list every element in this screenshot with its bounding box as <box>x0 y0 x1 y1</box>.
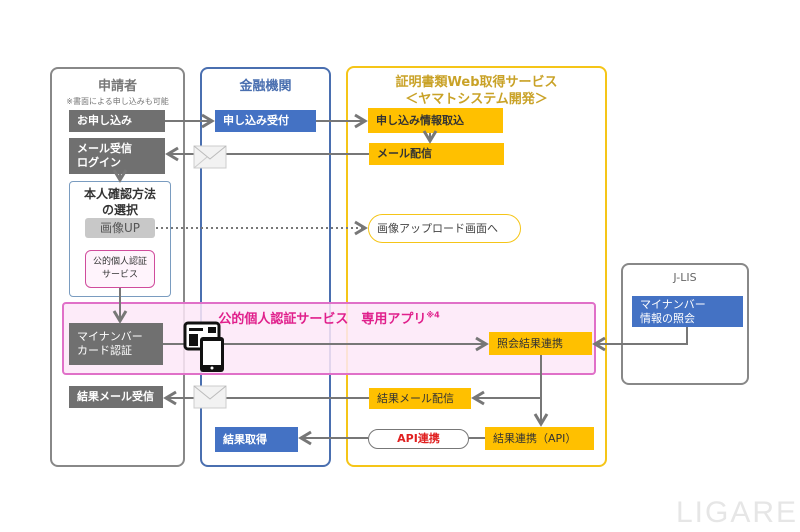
application-receive-box: 申し込み受付 <box>215 110 316 132</box>
mail-send-box: メール配信 <box>369 143 504 165</box>
band-title-text: 公的個人認証サービス 専用アプリ <box>218 312 427 327</box>
mail-login-box[interactable]: メール受信ログイン <box>69 138 165 174</box>
method-title-2: の選択 <box>101 203 138 217</box>
applicant-note: ※書面による申し込みも可能 <box>66 97 169 106</box>
bank-column: 金融機関 <box>200 67 331 467</box>
api-link-pill: API連携 <box>368 429 469 449</box>
arrow-jlis <box>592 327 688 352</box>
result-get-box: 結果取得 <box>215 427 298 452</box>
ligare-watermark: LIGARE <box>676 496 799 529</box>
applicant-column: 申請者 ※書面による申し込みも可能 <box>50 67 185 467</box>
method-title-1: 本人確認方法 <box>83 187 156 201</box>
card-auth-1: マイナンバー <box>77 330 143 343</box>
result-mail-send-box: 結果メール配信 <box>369 388 471 409</box>
service-column: 証明書類Web取得サービス ＜ヤマトシステム開発＞ <box>346 66 607 467</box>
image-up-box: 画像UP <box>85 218 155 238</box>
envelope-icon <box>193 145 227 169</box>
service-title-1: 証明書類Web取得サービス <box>395 75 558 90</box>
jpki-label-1: 公的個人認証 <box>92 257 147 267</box>
inquiry-2: 情報の照会 <box>640 311 695 325</box>
jpki-service-box: 公的個人認証 サービス <box>85 250 155 288</box>
jpki-label-2: サービス <box>101 270 138 280</box>
card-auth-2: カード認証 <box>77 344 132 357</box>
envelope-icon <box>193 385 227 409</box>
inquiry-1: マイナンバー <box>640 297 706 311</box>
mynumber-card-auth-box[interactable]: マイナンバーカード認証 <box>69 323 163 365</box>
inquiry-link-box: 照会結果連携 <box>489 332 592 355</box>
mynumber-inquiry-box: マイナンバー情報の照会 <box>632 296 743 327</box>
bank-title: 金融機関 <box>239 79 292 94</box>
import-box: 申し込み情報取込 <box>368 108 503 133</box>
band-note: ※4 <box>426 310 440 320</box>
result-api-box: 結果連携（API） <box>485 427 594 450</box>
upload-screen-pill: 画像アップロード画面へ <box>368 214 521 243</box>
jlis-box: J-LIS <box>621 263 749 385</box>
service-title-2: ＜ヤマトシステム開発＞ <box>405 92 548 107</box>
apply-box[interactable]: お申し込み <box>69 110 165 132</box>
applicant-title: 申請者 <box>97 79 137 94</box>
band-title: 公的個人認証サービス 専用アプリ※4 <box>64 308 594 327</box>
mail-login-1: メール受信 <box>77 142 132 155</box>
mail-login-2: ログイン <box>77 156 121 169</box>
jlis-title: J-LIS <box>673 271 697 284</box>
result-mail-receive-box: 結果メール受信 <box>69 386 163 408</box>
smartphone-card-icon <box>183 321 224 372</box>
